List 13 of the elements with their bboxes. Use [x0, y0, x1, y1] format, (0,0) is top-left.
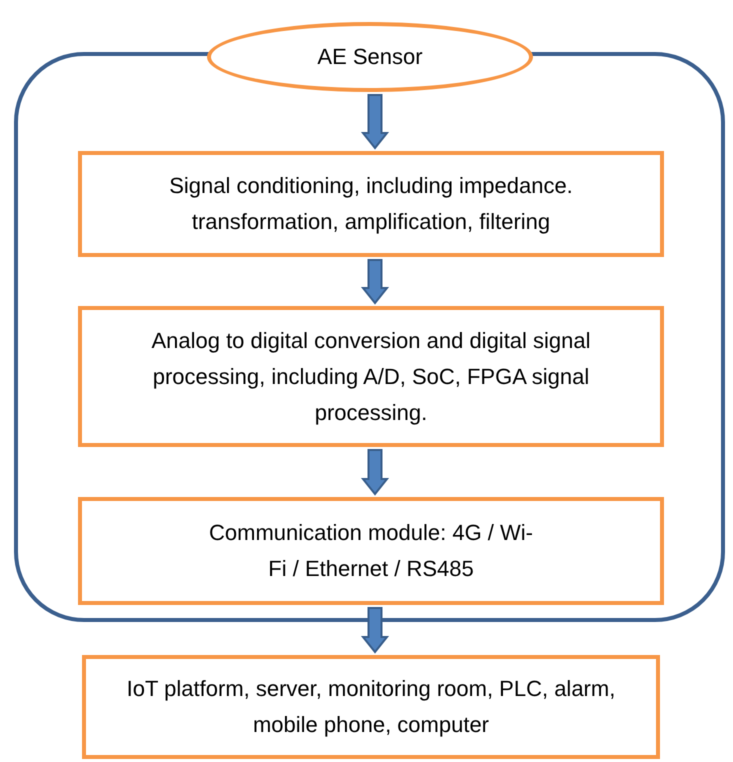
process-box — [78, 151, 664, 257]
node-text: Analog to digital conversion and digital signal processing, including A/D, SoC, FPGA signal processing. — [150, 326, 592, 427]
block-arrow — [360, 449, 390, 496]
node-text: IoT platform, server, monitoring room, PLC, alarm, mobile phone, computer — [126, 675, 616, 739]
process-box — [78, 306, 664, 447]
process-box — [78, 497, 664, 605]
process-box — [82, 655, 660, 759]
block-arrow — [360, 259, 390, 305]
node-text: Communication module: 4G / Wi-Fi / Ethernet / RS485 — [208, 519, 534, 583]
node-text: Signal conditioning, including impedance. transformation, amplification, filtering — [168, 172, 574, 236]
node-text: AE Sensor — [316, 43, 424, 71]
block-arrow — [360, 94, 390, 150]
block-arrow — [360, 607, 390, 654]
